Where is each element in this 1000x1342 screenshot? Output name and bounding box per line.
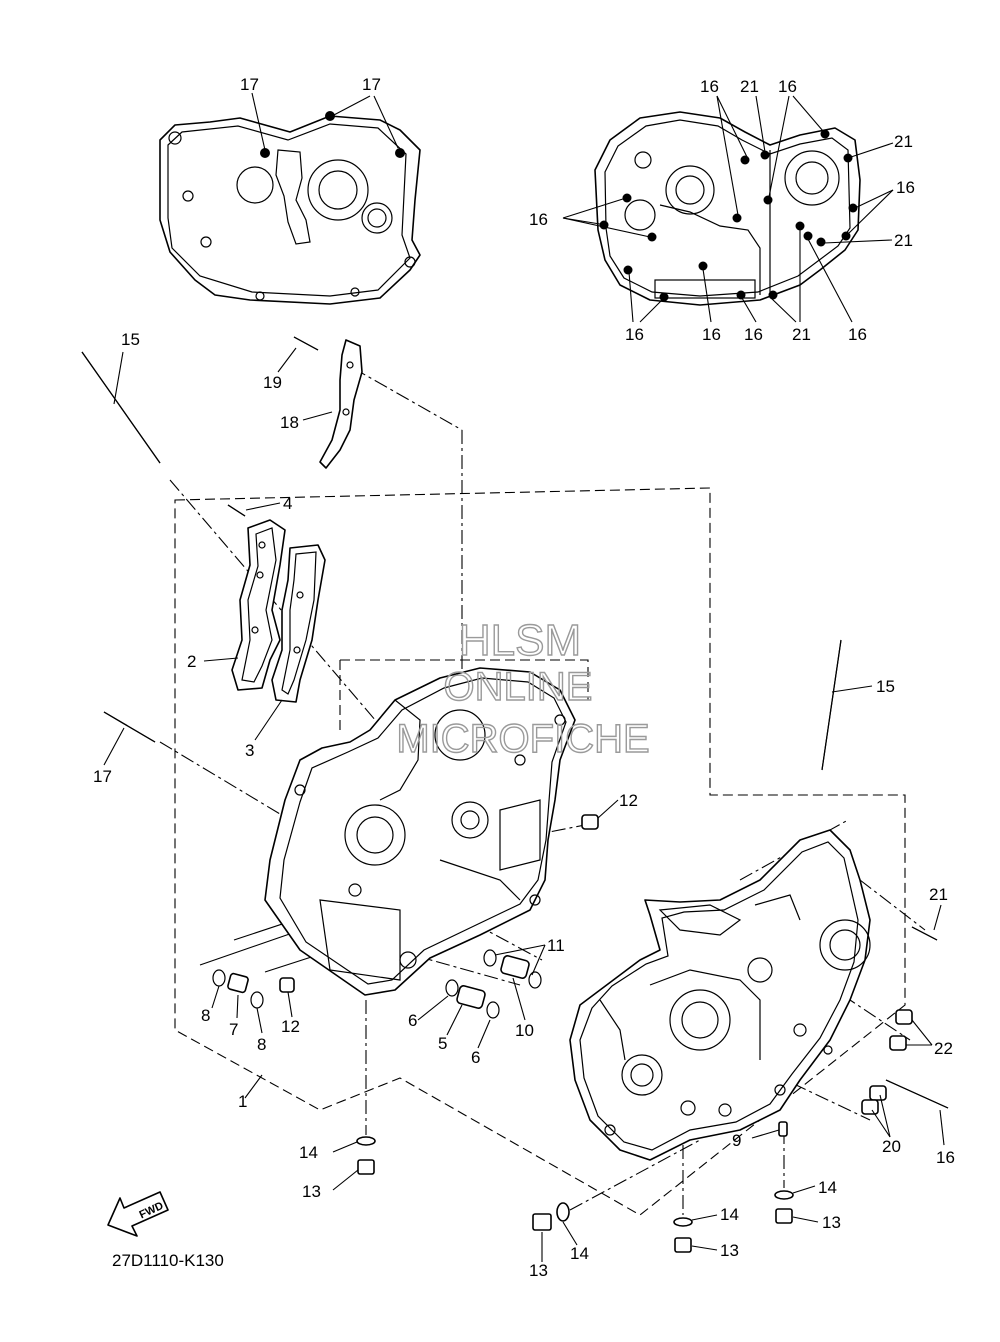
right-crankcase bbox=[569, 829, 871, 1161]
callout-21: 21 bbox=[894, 132, 913, 151]
drain-bolt-set-center bbox=[673, 1214, 718, 1253]
callout-5: 5 bbox=[438, 1034, 447, 1053]
callout-2: 2 bbox=[187, 652, 196, 671]
gasket-2 bbox=[231, 519, 286, 691]
drain-bolt-set-left bbox=[332, 1136, 376, 1191]
callout-19: 19 bbox=[263, 373, 282, 392]
dowel-pins bbox=[212, 814, 913, 1139]
callout-17: 17 bbox=[240, 75, 259, 94]
callout-10: 10 bbox=[515, 1021, 534, 1040]
callout-14: 14 bbox=[818, 1178, 837, 1197]
callout-14: 14 bbox=[720, 1205, 739, 1224]
callout-16: 16 bbox=[778, 77, 797, 96]
callout-labels: 17 17 16 21 16 21 16 16 21 16 16 16 21 1… bbox=[93, 75, 955, 1280]
gasket-3 bbox=[271, 544, 326, 703]
callout-21: 21 bbox=[929, 885, 948, 904]
callout-16: 16 bbox=[848, 325, 867, 344]
left-case-bolt-view bbox=[159, 92, 421, 305]
callout-13: 13 bbox=[720, 1241, 739, 1260]
callout-16: 16 bbox=[896, 178, 915, 197]
callout-17: 17 bbox=[362, 75, 381, 94]
callout-13: 13 bbox=[302, 1182, 321, 1201]
stud-bolt-15-right bbox=[821, 639, 873, 771]
callout-7: 7 bbox=[229, 1020, 238, 1039]
callout-17: 17 bbox=[93, 767, 112, 786]
callout-14: 14 bbox=[299, 1143, 318, 1162]
bolt-4 bbox=[227, 502, 281, 517]
callout-4: 4 bbox=[283, 494, 292, 513]
callout-9: 9 bbox=[732, 1131, 741, 1150]
callout-8: 8 bbox=[257, 1035, 266, 1054]
callout-22: 22 bbox=[934, 1039, 953, 1058]
bolt-21 bbox=[911, 904, 942, 941]
fwd-arrow-icon: FWD bbox=[107, 1191, 169, 1237]
svg-text:MICROFICHE: MICROFICHE bbox=[396, 717, 649, 761]
callout-16: 16 bbox=[700, 77, 719, 96]
bolt-16-long bbox=[885, 1079, 949, 1146]
callout-18: 18 bbox=[280, 413, 299, 432]
callout-8: 8 bbox=[201, 1006, 210, 1025]
leader-lines bbox=[203, 411, 933, 1138]
callout-16: 16 bbox=[529, 210, 548, 229]
right-case-bolt-view bbox=[562, 95, 894, 323]
svg-text:ONLINE: ONLINE bbox=[444, 665, 593, 709]
left-crankcase bbox=[264, 667, 576, 996]
callout-3: 3 bbox=[245, 741, 254, 760]
diagram-code: 27D1110-K130 bbox=[112, 1251, 224, 1270]
cover-18 bbox=[319, 339, 363, 469]
callout-16: 16 bbox=[702, 325, 721, 344]
stud-bolt-15-top bbox=[81, 351, 161, 464]
callout-21: 21 bbox=[740, 77, 759, 96]
bolt-19 bbox=[277, 336, 319, 373]
callout-13: 13 bbox=[822, 1213, 841, 1232]
callout-12: 12 bbox=[619, 791, 638, 810]
callout-15: 15 bbox=[121, 330, 140, 349]
callout-14: 14 bbox=[570, 1244, 589, 1263]
callout-12: 12 bbox=[281, 1017, 300, 1036]
callout-16: 16 bbox=[936, 1148, 955, 1167]
callout-15: 15 bbox=[876, 677, 895, 696]
callout-16: 16 bbox=[625, 325, 644, 344]
callout-13: 13 bbox=[529, 1261, 548, 1280]
watermark: HLSM ONLINE MICROFICHE bbox=[396, 615, 651, 761]
callout-6: 6 bbox=[408, 1011, 417, 1030]
callout-21: 21 bbox=[894, 231, 913, 250]
callout-20: 20 bbox=[882, 1137, 901, 1156]
callout-21: 21 bbox=[792, 325, 811, 344]
callout-6: 6 bbox=[471, 1048, 480, 1067]
drain-bolt-set-bottom bbox=[532, 1202, 578, 1262]
callout-1: 1 bbox=[238, 1092, 247, 1111]
callout-16: 16 bbox=[744, 325, 763, 344]
bolt-17-long bbox=[103, 711, 156, 766]
drain-bolt-set-right bbox=[774, 1185, 819, 1224]
svg-text:HLSM: HLSM bbox=[459, 616, 581, 665]
callout-11: 11 bbox=[547, 936, 565, 955]
